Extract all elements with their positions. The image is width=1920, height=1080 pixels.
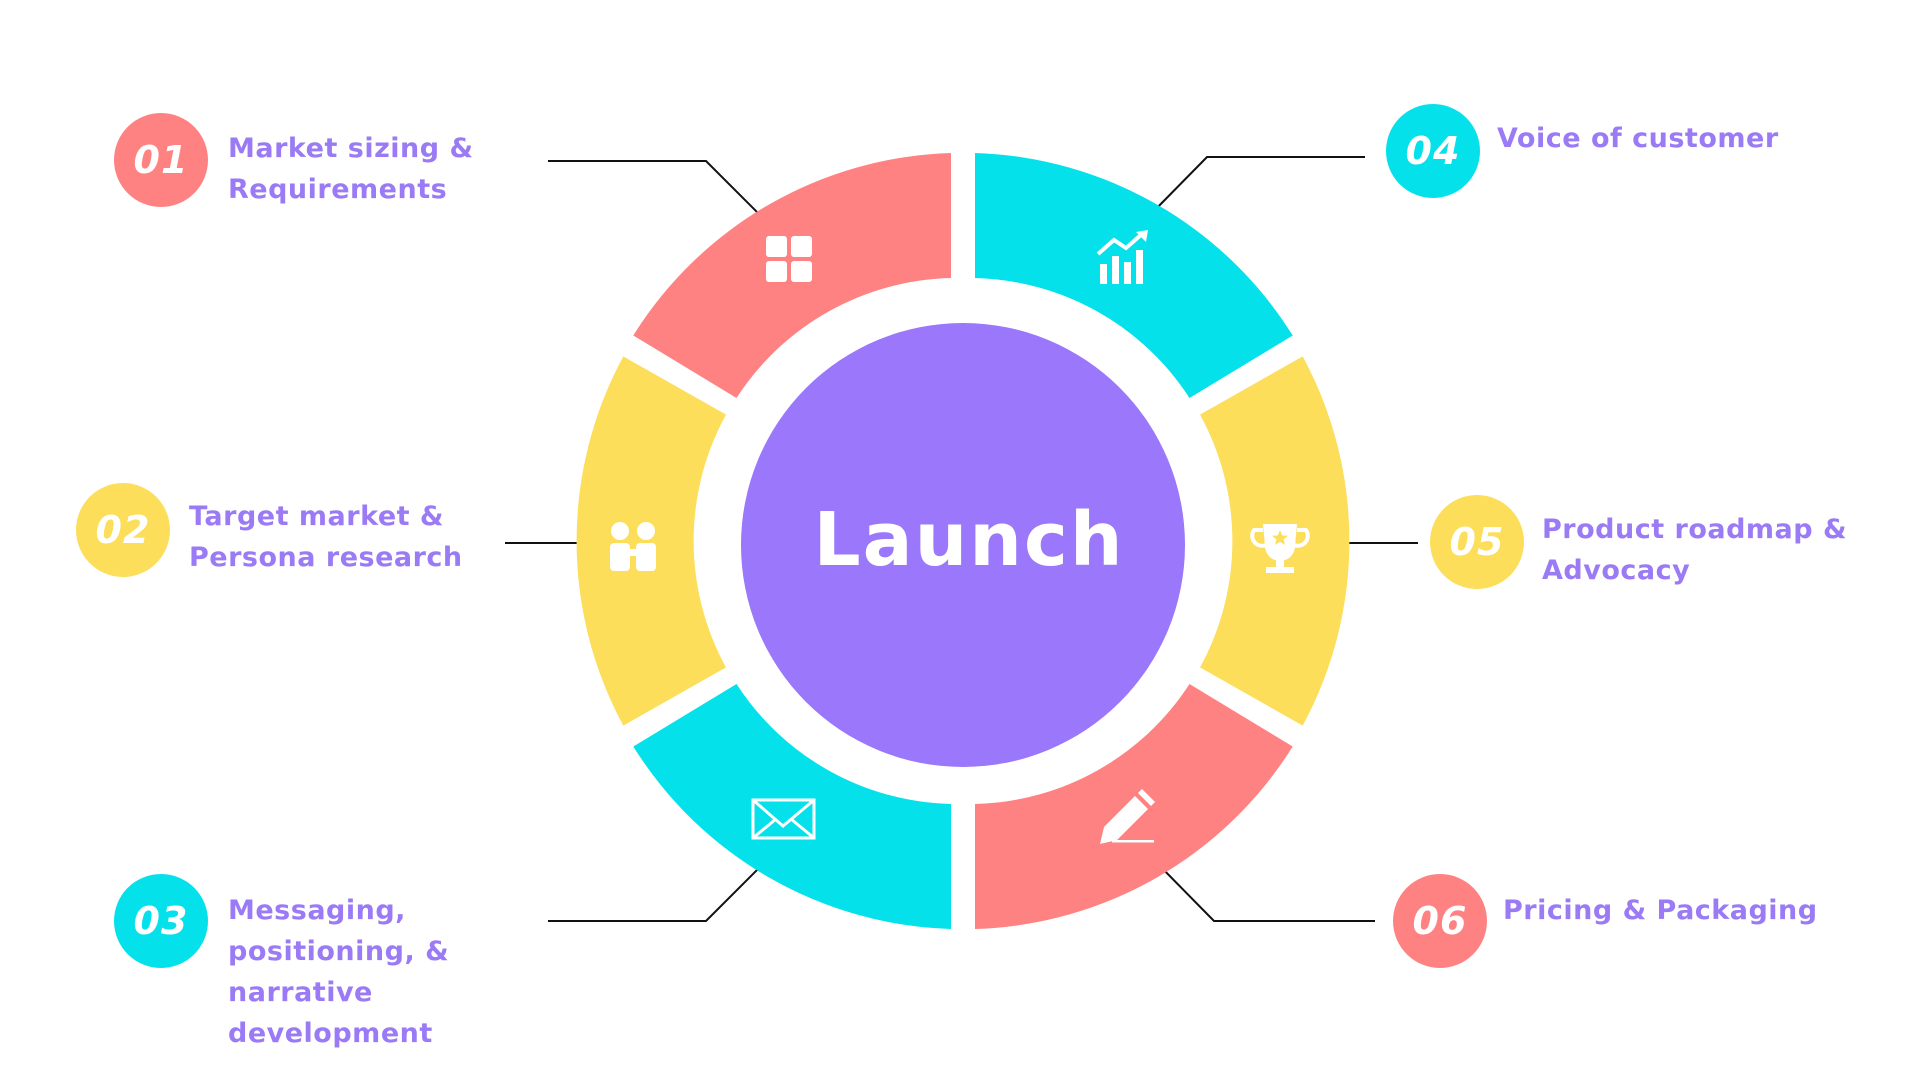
step-01-label: Market sizing & Requirements [228,133,474,205]
segment-04 [975,153,1293,398]
connector-06 [1154,860,1375,922]
envelope-icon [751,798,816,840]
step-05-label: Product roadmap & Advocacy [1542,514,1848,586]
step-03-badge: 03 [114,874,208,968]
step-04-badge: 04 [1386,104,1480,198]
growth-chart-icon [1096,230,1148,284]
segment-02 [576,356,726,726]
connector-lines [505,156,1418,922]
step-06-badge: 06 [1393,874,1487,968]
connector-01 [548,160,767,222]
grid-icon [766,236,812,282]
step-05-badge: 05 [1430,495,1524,589]
step-06-label: Pricing & Packaging [1503,895,1818,926]
step-02-badge: 02 [76,483,170,577]
step-01-badge: 01 [114,113,208,207]
segment-03 [633,684,951,929]
connector-03 [548,860,767,922]
trophy-icon [1250,524,1310,573]
connector-04 [1149,156,1365,216]
pencil-icon [1100,789,1155,844]
center-circle [741,323,1185,767]
step-03-label: Messaging, positioning, & narrative deve… [228,895,450,1049]
people-icon [610,522,656,571]
step-04-label: Voice of customer [1497,123,1779,154]
center-title: Launch [813,497,1125,583]
step-02-label: Target market & Persona research [189,501,463,573]
